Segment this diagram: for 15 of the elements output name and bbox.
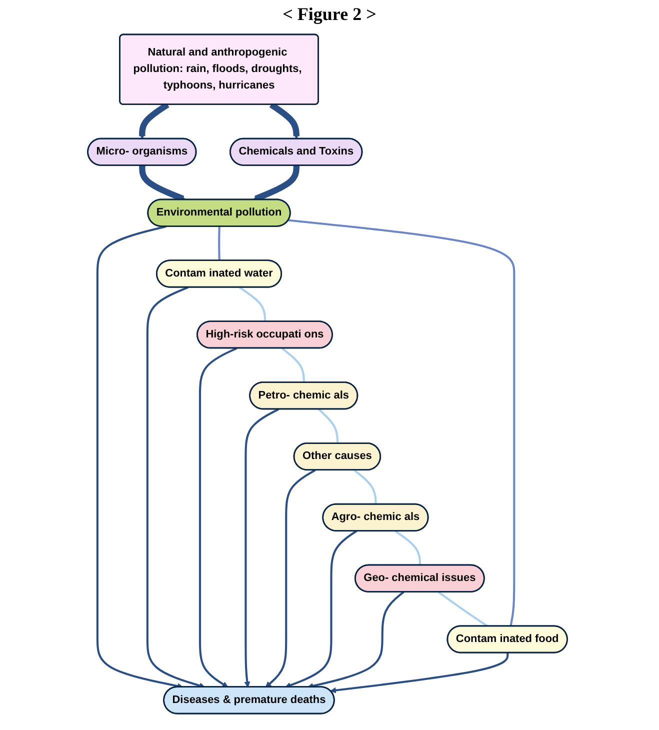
connector xyxy=(318,408,339,444)
connector xyxy=(281,348,305,383)
connector xyxy=(218,226,220,261)
arrow xyxy=(244,408,280,688)
connector xyxy=(394,530,422,566)
connector xyxy=(354,469,377,504)
arrow xyxy=(198,347,238,688)
arrow xyxy=(265,469,316,688)
connector xyxy=(288,219,516,626)
arrow xyxy=(330,652,509,694)
arrow xyxy=(285,530,357,688)
connector xyxy=(238,286,266,322)
figure-title: < Figure 2 > xyxy=(282,4,378,25)
arrow xyxy=(146,286,206,688)
connector xyxy=(438,591,488,628)
